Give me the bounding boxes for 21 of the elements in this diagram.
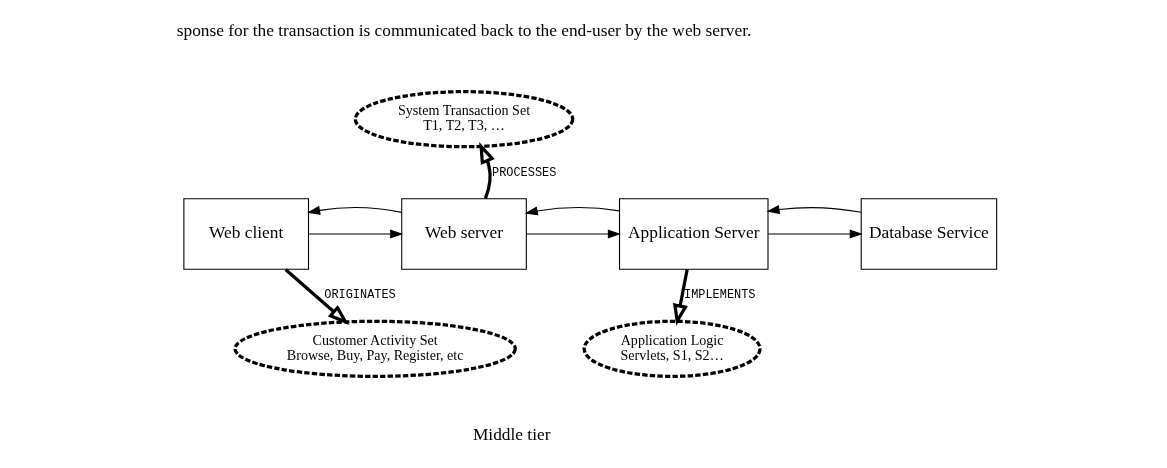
- arrow: [479, 142, 495, 199]
- node-box: Application Server: [619, 198, 769, 270]
- label: Middle tier: [472, 425, 551, 445]
- node-box: Web server: [401, 198, 527, 270]
- arrow: [524, 206, 620, 216]
- arrow: [766, 205, 862, 215]
- arrow: [284, 268, 350, 325]
- node-box: Web client: [183, 198, 310, 270]
- arrow: [307, 205, 403, 215]
- arrow: [767, 229, 863, 239]
- edge-label: ORIGINATES: [324, 288, 396, 303]
- node-ellipse: Customer Activity Set Browse, Buy, Pay, Register, etc: [233, 319, 517, 378]
- arrow: [672, 269, 689, 326]
- edge-label: PROCESSES: [492, 165, 557, 180]
- label: sponse for the transaction is communicated back to the end-user by the web server.: [176, 21, 752, 41]
- arrow: [308, 229, 404, 239]
- node-ellipse: System Transaction Set T1, T2, T3, …: [353, 90, 575, 149]
- edge-label: IMPLEMENTS: [684, 288, 756, 303]
- node-ellipse: Application Logic Servlets, S1, S2…: [582, 319, 762, 378]
- node-box: Database Service: [860, 198, 998, 270]
- arrow: [525, 229, 621, 239]
